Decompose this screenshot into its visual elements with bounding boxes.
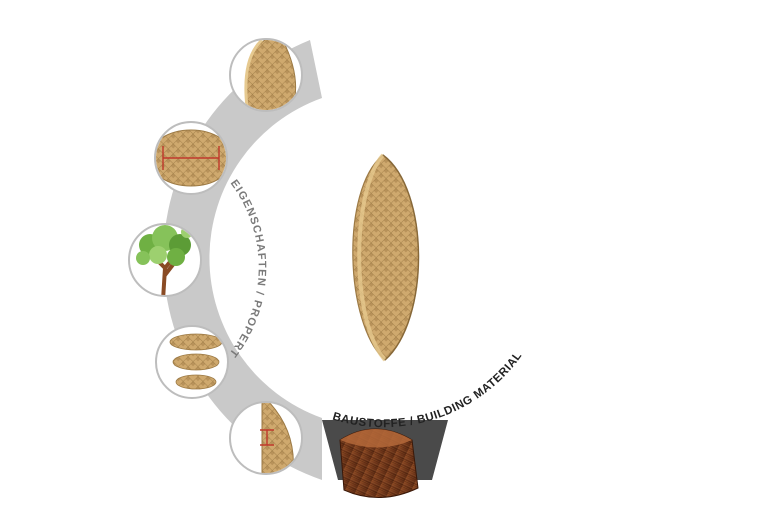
central-biscuit	[352, 153, 420, 362]
wood-sample-icon	[339, 428, 419, 499]
biscuit-sizes-icon	[155, 325, 229, 399]
biscuit-measure-icon	[154, 121, 228, 195]
biscuit-edge-icon	[229, 401, 303, 475]
biscuit-tip-icon	[229, 38, 303, 112]
tree-icon	[128, 223, 202, 297]
